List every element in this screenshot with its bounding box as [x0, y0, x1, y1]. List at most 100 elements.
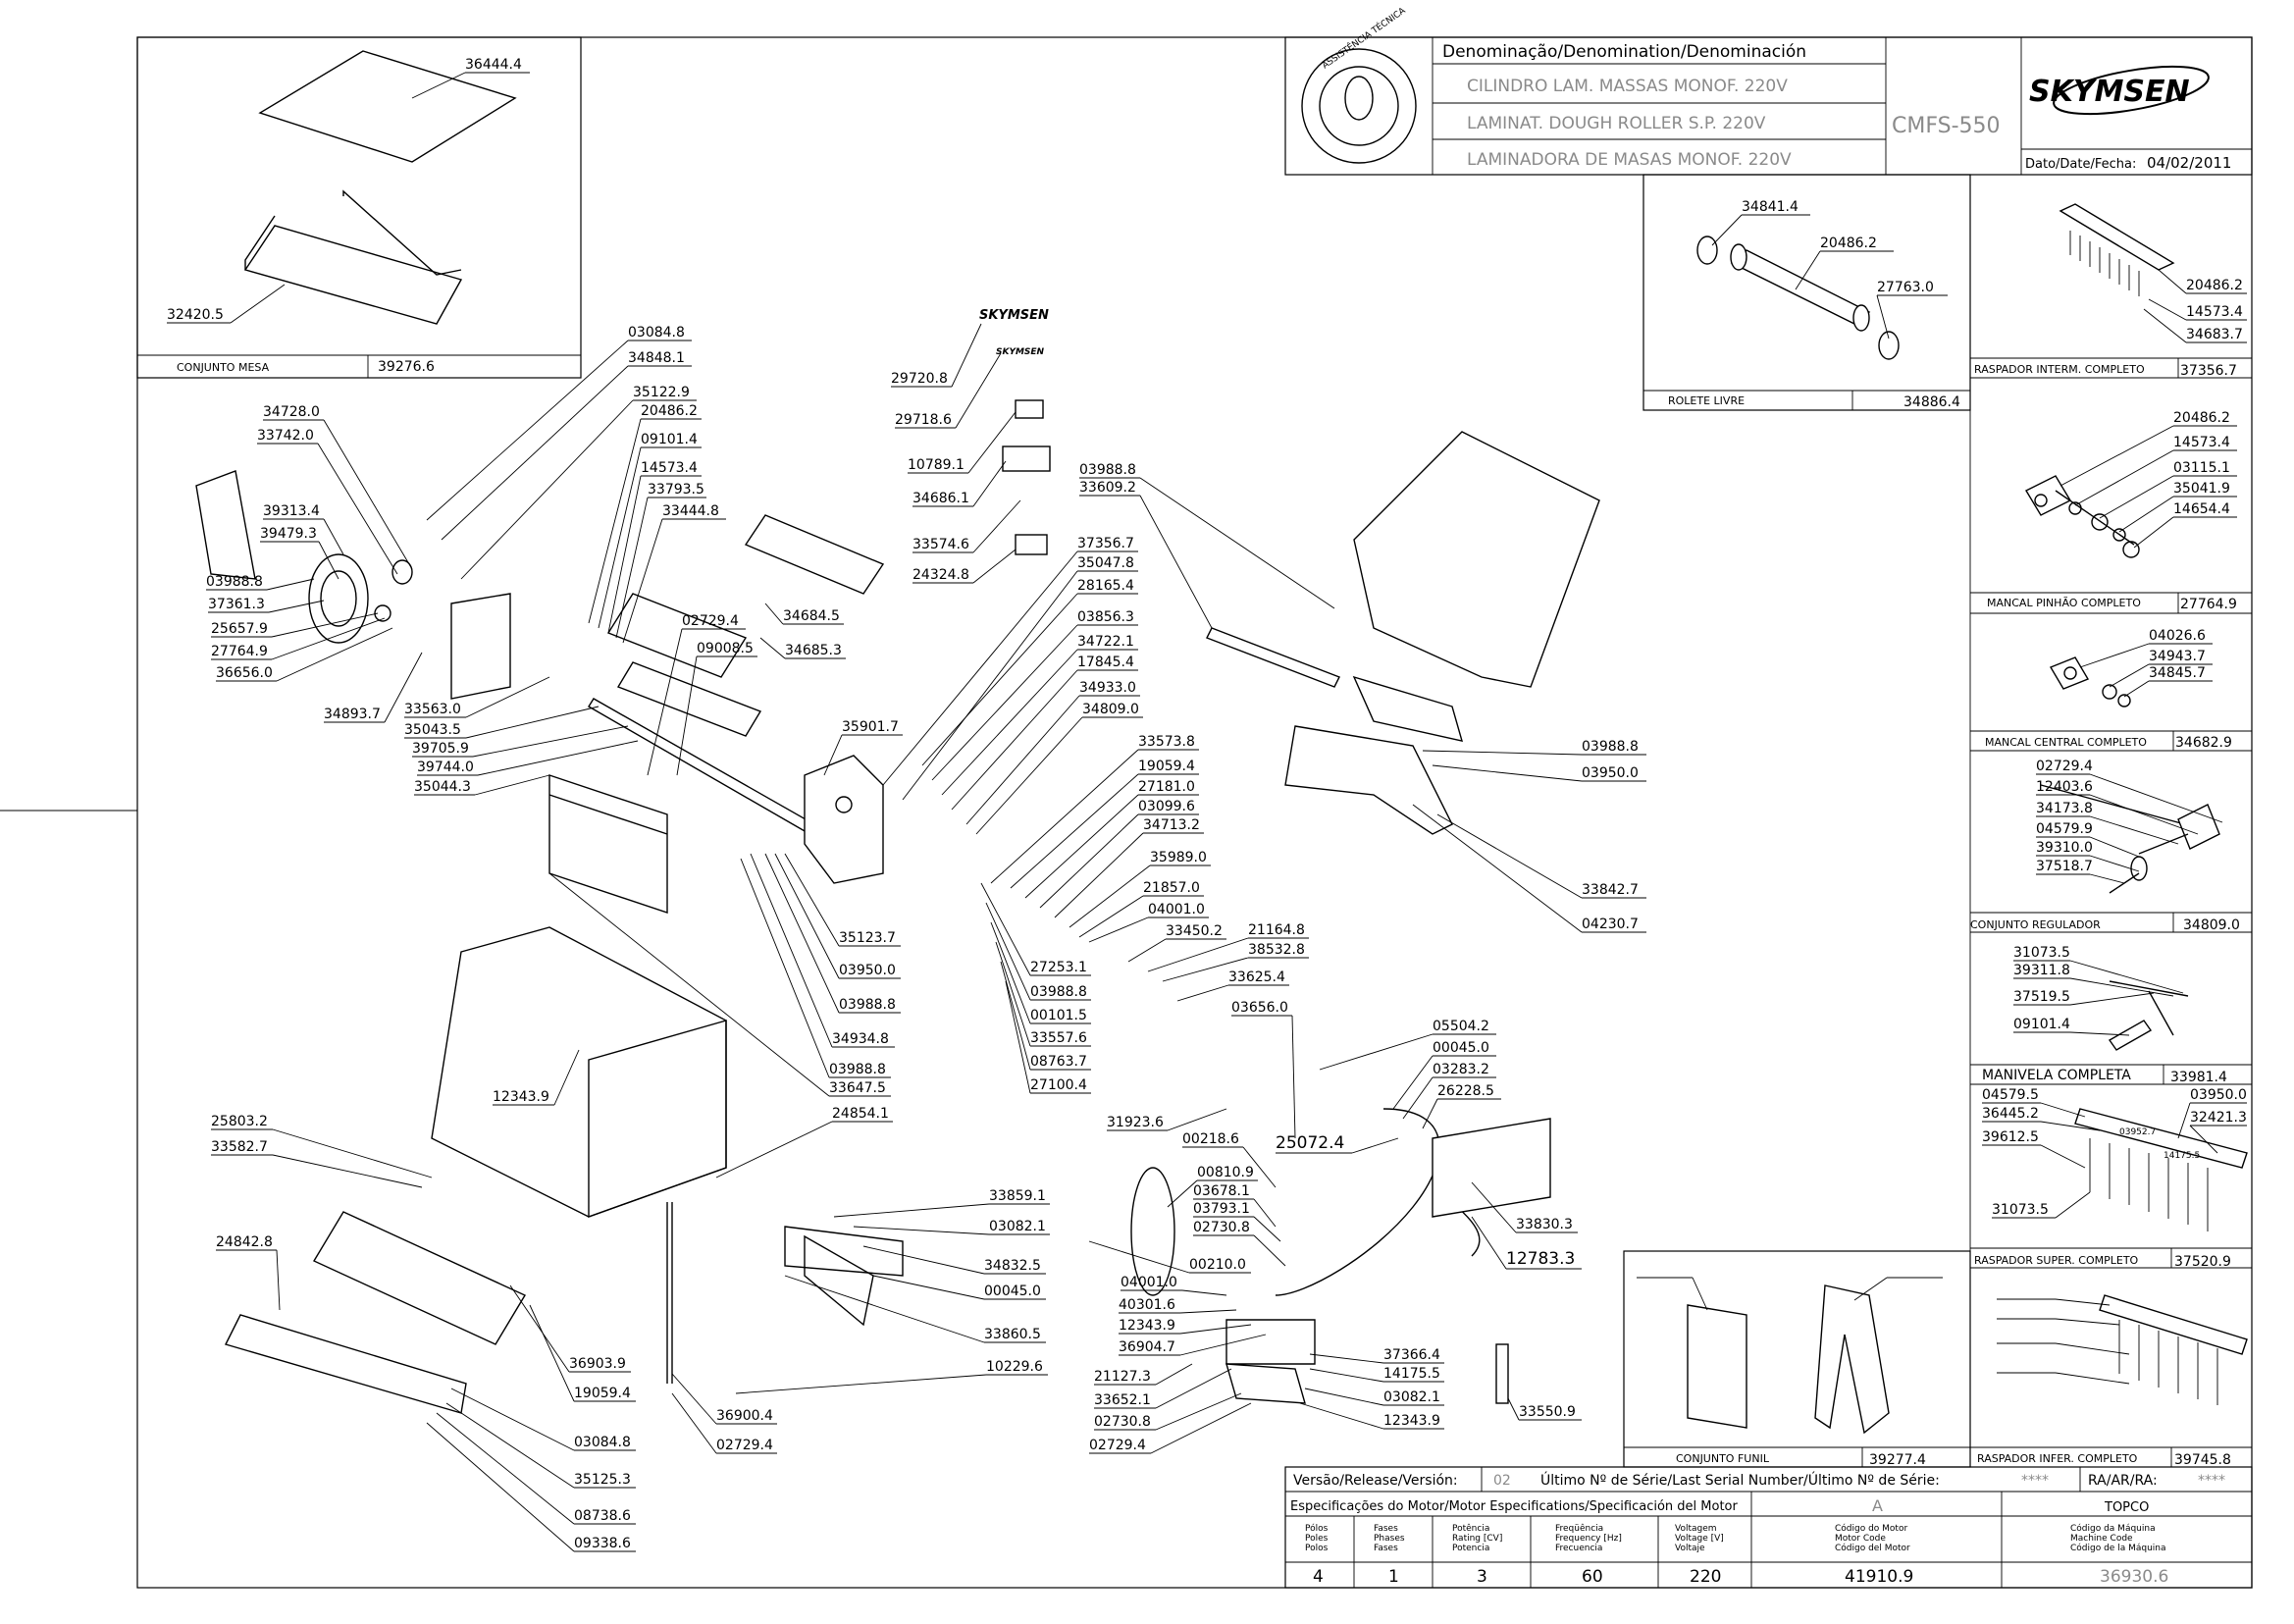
motor-spec-label: Especificações do Motor/Motor Especifica… — [1290, 1499, 1738, 1514]
part-label: 34809.0 — [1082, 702, 1139, 717]
part-label: 39744.0 — [417, 760, 474, 775]
part-label: 38532.8 — [1248, 942, 1305, 958]
part-label: 02729.4 — [2036, 759, 2093, 774]
part-label: 35123.7 — [839, 930, 896, 946]
part-label: 21164.8 — [1248, 922, 1305, 938]
part-label: 27100.4 — [1030, 1077, 1087, 1093]
part-label: 39313.4 — [263, 503, 320, 519]
assembly-code: 33981.4 — [2170, 1070, 2227, 1085]
part-label: 20486.2 — [641, 403, 698, 419]
part-label: 03099.6 — [1138, 799, 1195, 814]
part-label: 03952.7 — [2119, 1127, 2156, 1137]
part-label: 36900.4 — [716, 1408, 773, 1424]
part-label: 03678.1 — [1193, 1183, 1250, 1199]
part-label: 34728.0 — [263, 404, 320, 420]
part-label: 14175.5 — [2164, 1151, 2200, 1161]
part-label: 27253.1 — [1030, 960, 1087, 975]
part-label: 29720.8 — [891, 371, 948, 387]
part-label: 03950.0 — [1582, 765, 1639, 781]
part-label: 00045.0 — [1433, 1040, 1489, 1056]
brand-sticker-small: SKYMSEN — [996, 347, 1045, 357]
assembly-code: 39276.6 — [378, 359, 435, 375]
machine-code-value: 36930.6 — [2100, 1567, 2168, 1587]
voltage-value: 220 — [1690, 1567, 1721, 1587]
model-code: CMFS-550 — [1892, 114, 2001, 138]
part-label: 35043.5 — [404, 722, 461, 738]
part-label: 34722.1 — [1077, 634, 1134, 650]
part-label: 09101.4 — [2013, 1017, 2070, 1032]
main-callouts: 03084.8 34848.1 35122.9 20486.2 09101.4 … — [206, 323, 1646, 1552]
identification-plate — [1002, 445, 1051, 472]
assembly-name: MANCAL PINHÃO COMPLETO — [1987, 597, 2141, 609]
part-label: 33830.3 — [1516, 1217, 1573, 1232]
part-label: 34684.5 — [783, 608, 840, 624]
part-label: 00810.9 — [1197, 1165, 1254, 1180]
part-label: 10229.6 — [986, 1359, 1043, 1375]
part-label: 03988.8 — [839, 997, 896, 1013]
part-label: 34713.2 — [1143, 817, 1200, 833]
part-label: 12343.9 — [1383, 1413, 1440, 1429]
version-label: Versão/Release/Versión: — [1293, 1473, 1458, 1489]
part-label: 14573.4 — [2173, 435, 2230, 450]
part-label: 33859.1 — [989, 1188, 1046, 1204]
assembly-code: 34886.4 — [1903, 394, 1960, 410]
part-label: 37366.4 — [1383, 1347, 1440, 1363]
part-label: 39705.9 — [412, 741, 469, 757]
part-label: 29718.6 — [895, 412, 952, 428]
part-label: 14573.4 — [641, 460, 698, 476]
assembly-code: 34809.0 — [2183, 917, 2240, 933]
conjunto-funil-box: CONJUNTO FUNIL 39277.4 — [1623, 1250, 1971, 1468]
part-label: 04579.5 — [1982, 1087, 2039, 1103]
part-label: 03283.2 — [1433, 1062, 1489, 1077]
part-label: 20486.2 — [1820, 236, 1877, 251]
part-label: 35044.3 — [414, 779, 471, 795]
part-label: 03988.8 — [1030, 984, 1087, 1000]
part-label: 05504.2 — [1433, 1019, 1489, 1034]
conjunto-mesa-box: 36444.4 32420.5 CONJUNTO MESA 39276.6 — [136, 36, 582, 379]
part-label: 24854.1 — [832, 1106, 889, 1122]
part-label: 33550.9 — [1519, 1404, 1576, 1420]
part-label: 34934.8 — [832, 1031, 889, 1047]
machine-base — [431, 926, 727, 1218]
denomination-header: Denominação/Denomination/Denominación — [1442, 42, 1806, 62]
frequency-value: 60 — [1582, 1567, 1603, 1587]
part-label: 04230.7 — [1582, 917, 1639, 932]
part-label: 25072.4 — [1276, 1133, 1344, 1153]
sheet-border — [136, 36, 2253, 1589]
table-tray — [243, 225, 463, 325]
part-label: 34686.1 — [912, 491, 969, 506]
brand-sticker-large: SKYMSEN — [979, 308, 1049, 323]
part-label: 19059.4 — [574, 1386, 631, 1401]
part-label: 27764.9 — [211, 644, 268, 659]
part-label: 28165.4 — [1077, 578, 1134, 594]
part-label: 36903.9 — [569, 1356, 626, 1372]
part-label: 35989.0 — [1150, 850, 1207, 865]
denomination-en: LAMINAT. DOUGH ROLLER S.P. 220V — [1467, 114, 1766, 133]
power-value: 3 — [1477, 1567, 1487, 1587]
poles-value: 4 — [1313, 1567, 1324, 1587]
pulley — [308, 553, 369, 644]
assembly-name: RASPADOR SUPER. COMPLETO — [1974, 1254, 2139, 1267]
part-label: 33573.8 — [1138, 734, 1195, 750]
denomination-es: LAMINADORA DE MASAS MONOF. 220V — [1467, 150, 1792, 170]
right-detail-boxes: ROLETE LIVRE 34886.4 34841.4 20486.2 277… — [1642, 174, 2252, 1468]
part-label: 26228.5 — [1437, 1083, 1494, 1099]
part-label: 03115.1 — [2173, 460, 2230, 476]
assembly-code: 39745.8 — [2174, 1452, 2231, 1468]
part-label: 27763.0 — [1877, 280, 1934, 295]
part-label: 02729.4 — [682, 613, 739, 629]
part-label: 33793.5 — [648, 482, 704, 498]
part-label: 33557.6 — [1030, 1030, 1087, 1046]
ra-value: **** — [2198, 1473, 2225, 1489]
revision: A — [1872, 1496, 1883, 1515]
part-label: 31073.5 — [2013, 945, 2070, 961]
part-label: 33647.5 — [829, 1080, 886, 1096]
part-label: 04001.0 — [1121, 1275, 1177, 1290]
date-label: Dato/Date/Fecha: — [2025, 157, 2136, 172]
phases-value: 1 — [1388, 1567, 1399, 1587]
part-label: 21857.0 — [1143, 880, 1200, 896]
part-label: 14573.4 — [2186, 304, 2243, 320]
